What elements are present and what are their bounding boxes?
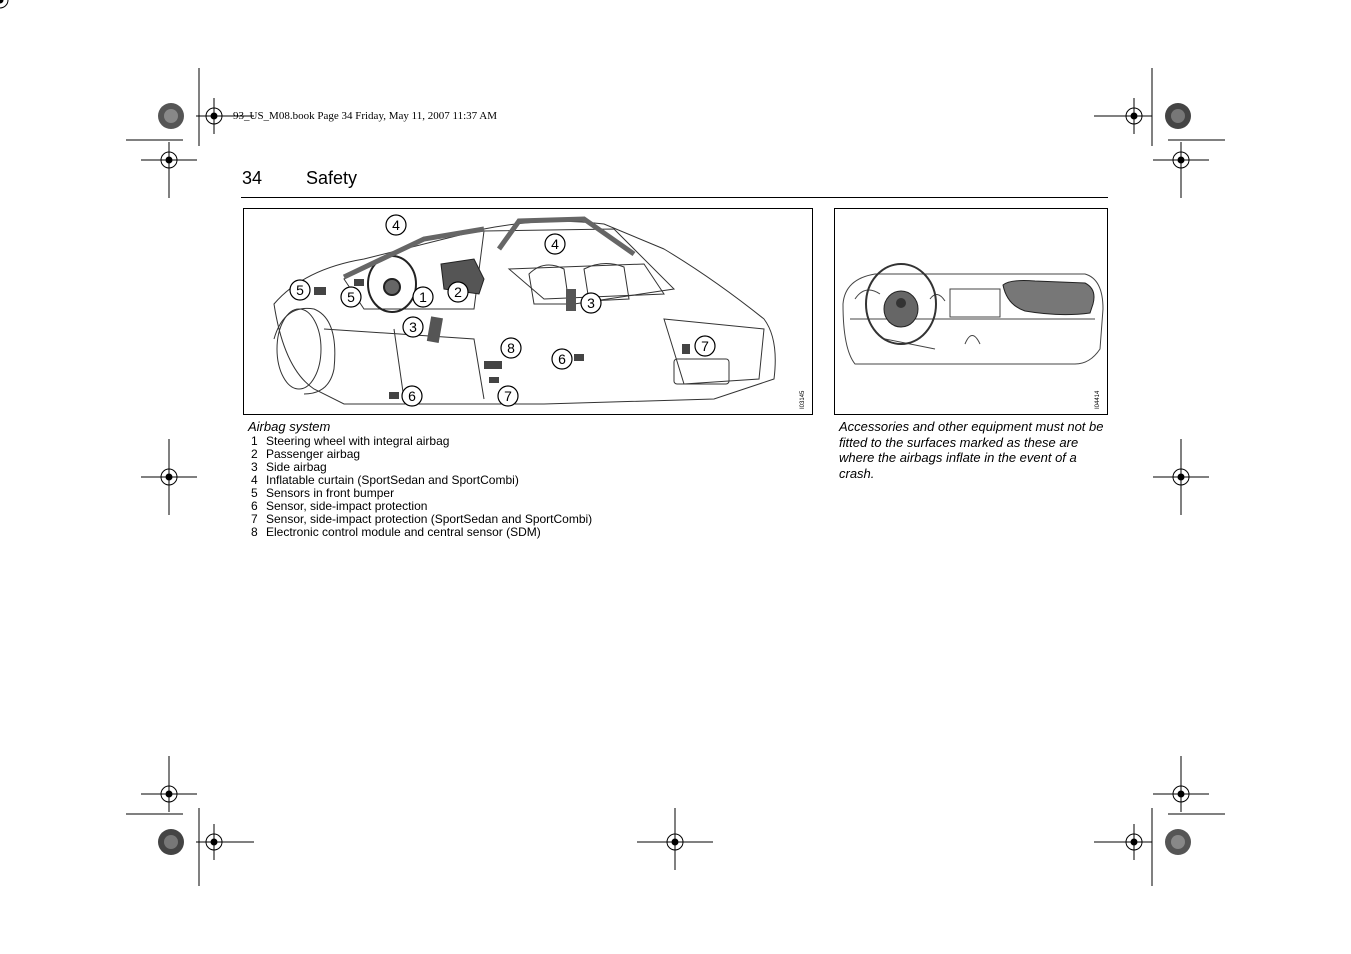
callout-label: 2 — [454, 284, 462, 300]
callout-label: 7 — [701, 338, 709, 354]
callout-label: 3 — [587, 295, 595, 311]
print-slug: 93_US_M08.book Page 34 Friday, May 11, 2… — [233, 110, 497, 122]
callout-label: 4 — [551, 236, 559, 252]
callout-label: 5 — [347, 289, 355, 305]
callout-label: 6 — [558, 351, 566, 367]
figure-code: I03145 — [800, 390, 806, 409]
warning-note: Accessories and other equipment must not… — [839, 419, 1104, 481]
callout-label: 1 — [419, 289, 427, 305]
callout-label: 5 — [296, 282, 304, 298]
callout-label: 6 — [408, 388, 416, 404]
airbag-system-figure: 4 4 5 5 1 2 3 3 8 6 7 6 7 I03145 — [243, 208, 813, 415]
dashboard-illustration — [842, 263, 1104, 365]
section-title: Safety — [306, 168, 358, 188]
figure-caption: Airbag system — [248, 419, 331, 434]
car-illustration: 4 4 5 5 1 2 3 3 8 6 7 6 7 — [273, 214, 776, 407]
callout-label: 7 — [504, 388, 512, 404]
figure-code: I04414 — [1095, 390, 1101, 409]
callout-label: 8 — [507, 340, 515, 356]
header-rule — [241, 197, 1108, 198]
callout-label: 4 — [392, 217, 400, 233]
page-number: 34 — [242, 168, 263, 188]
dashboard-figure: I04414 — [834, 208, 1108, 415]
callout-label: 3 — [409, 319, 417, 335]
